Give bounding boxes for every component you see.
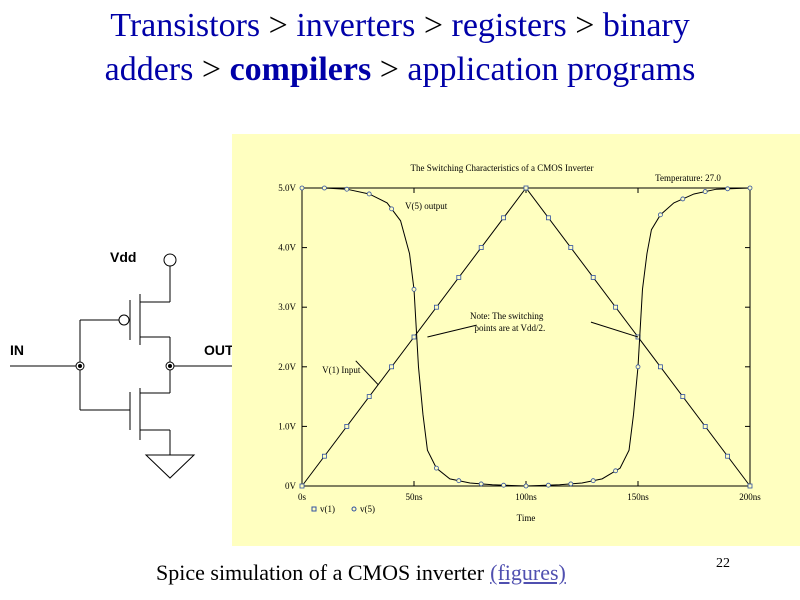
x-tick-label-4: 200ns xyxy=(739,492,761,502)
marker-v5 xyxy=(590,478,596,484)
marker-v5 xyxy=(411,286,417,292)
marker-v1 xyxy=(389,364,395,370)
marker-v1 xyxy=(411,334,417,340)
marker-v5 xyxy=(523,483,529,489)
marker-v1 xyxy=(680,394,686,400)
y-tick-label-4: 4.0V xyxy=(278,243,296,253)
marker-v1 xyxy=(366,394,372,400)
ground-icon xyxy=(144,454,196,479)
title-inverters: inverters xyxy=(296,7,416,44)
x-tick-label-2: 100ns xyxy=(515,492,537,502)
y-tick-label-2: 2.0V xyxy=(278,362,296,372)
annotation-arrow-left xyxy=(427,324,477,338)
legend-marker-v1 xyxy=(311,506,317,512)
title-compilers: compilers xyxy=(229,51,372,88)
annotation-arrow-right xyxy=(590,321,639,338)
x-tick-label-3: 150ns xyxy=(627,492,649,502)
title-binary: binary xyxy=(602,7,690,44)
series-line-v1 xyxy=(301,187,751,487)
marker-v1 xyxy=(523,185,529,191)
title-adders: adders xyxy=(104,51,194,88)
marker-v5 xyxy=(433,465,439,471)
annotation-1: V(1) Input xyxy=(322,365,361,375)
spice-plot-panel: The Switching Characteristics of a CMOS … xyxy=(232,134,800,546)
marker-v1 xyxy=(725,453,731,459)
cmos-inverter-schematic: Vdd IN OUT xyxy=(10,249,240,479)
marker-v1 xyxy=(478,245,484,250)
marker-v5 xyxy=(657,212,663,218)
title-separator-3: > xyxy=(575,7,595,44)
marker-v1 xyxy=(322,453,327,459)
title-registers: registers xyxy=(451,7,567,44)
marker-v5 xyxy=(344,186,350,192)
caption-text: Spice simulation of a CMOS inverter xyxy=(156,560,485,585)
legend-label-v5: v(5) xyxy=(360,504,375,514)
vdd-label: Vdd xyxy=(110,249,136,265)
marker-v1 xyxy=(299,483,305,489)
marker-v5 xyxy=(725,186,731,192)
legend-label-v1: v(1) xyxy=(320,504,335,514)
marker-v5 xyxy=(366,191,372,197)
marker-v1 xyxy=(568,245,574,250)
marker-v1 xyxy=(344,423,350,429)
marker-v5 xyxy=(299,185,305,191)
y-tick-label-1: 1.0V xyxy=(278,421,296,431)
y-tick-label-5: 5.0V xyxy=(278,183,296,193)
marker-v5 xyxy=(680,196,686,202)
marker-v1 xyxy=(590,274,596,280)
temperature-label: Temperature: 27.0 xyxy=(655,173,721,183)
marker-v5 xyxy=(478,481,484,487)
in-label: IN xyxy=(10,342,24,358)
marker-v5 xyxy=(635,364,641,370)
figures-link[interactable]: (figures) xyxy=(490,560,566,585)
marker-v5 xyxy=(613,468,619,474)
title-application-programs: application programs xyxy=(407,51,696,88)
plot-frame xyxy=(301,187,751,487)
marker-v1 xyxy=(433,304,439,310)
title-transistors: Transistors xyxy=(110,7,261,44)
title-separator-1: > xyxy=(268,7,288,44)
y-tick-label-3: 3.0V xyxy=(278,302,296,312)
slide-caption: Spice simulation of a CMOS inverter(figu… xyxy=(156,560,566,586)
marker-v1 xyxy=(747,483,753,489)
marker-v5 xyxy=(747,185,753,191)
switching-characteristics-chart: The Switching Characteristics of a CMOS … xyxy=(278,163,761,523)
legend-marker-v5 xyxy=(351,506,357,512)
marker-v5 xyxy=(568,481,574,487)
marker-v1 xyxy=(613,304,619,310)
marker-v5 xyxy=(456,478,462,484)
y-tick-label-0: 0V xyxy=(285,481,297,491)
x-tick-label-1: 50ns xyxy=(405,492,423,502)
marker-v5 xyxy=(322,185,327,191)
annotation-0: V(5) output xyxy=(405,201,448,211)
marker-v1 xyxy=(545,215,551,221)
vdd-terminal-icon xyxy=(163,253,177,267)
out-label: OUT xyxy=(204,342,234,358)
series-line-v5 xyxy=(302,187,751,487)
slide-number: 22 xyxy=(716,556,730,571)
marker-v1 xyxy=(501,215,507,221)
title-separator-4: > xyxy=(201,51,222,88)
annotation-3: points are at Vdd/2. xyxy=(474,323,545,333)
marker-v5 xyxy=(501,482,507,488)
marker-v1 xyxy=(657,364,663,370)
x-tick-label-0: 0s xyxy=(298,492,307,502)
title-separator-5: > xyxy=(379,51,399,88)
slide-title: Transistors > inverters > registers > bi… xyxy=(0,4,800,92)
marker-v5 xyxy=(702,189,708,194)
title-separator-2: > xyxy=(423,7,443,44)
chart-title: The Switching Characteristics of a CMOS … xyxy=(411,163,594,173)
pmos-gate-bubble-icon xyxy=(118,314,130,326)
marker-v1 xyxy=(702,423,708,429)
marker-v5 xyxy=(545,482,551,488)
annotation-arrow-input xyxy=(355,360,379,386)
marker-v5 xyxy=(389,206,395,212)
annotation-2: Note: The switching xyxy=(470,311,544,321)
marker-v1 xyxy=(456,274,462,280)
x-axis-label: Time xyxy=(517,513,536,523)
